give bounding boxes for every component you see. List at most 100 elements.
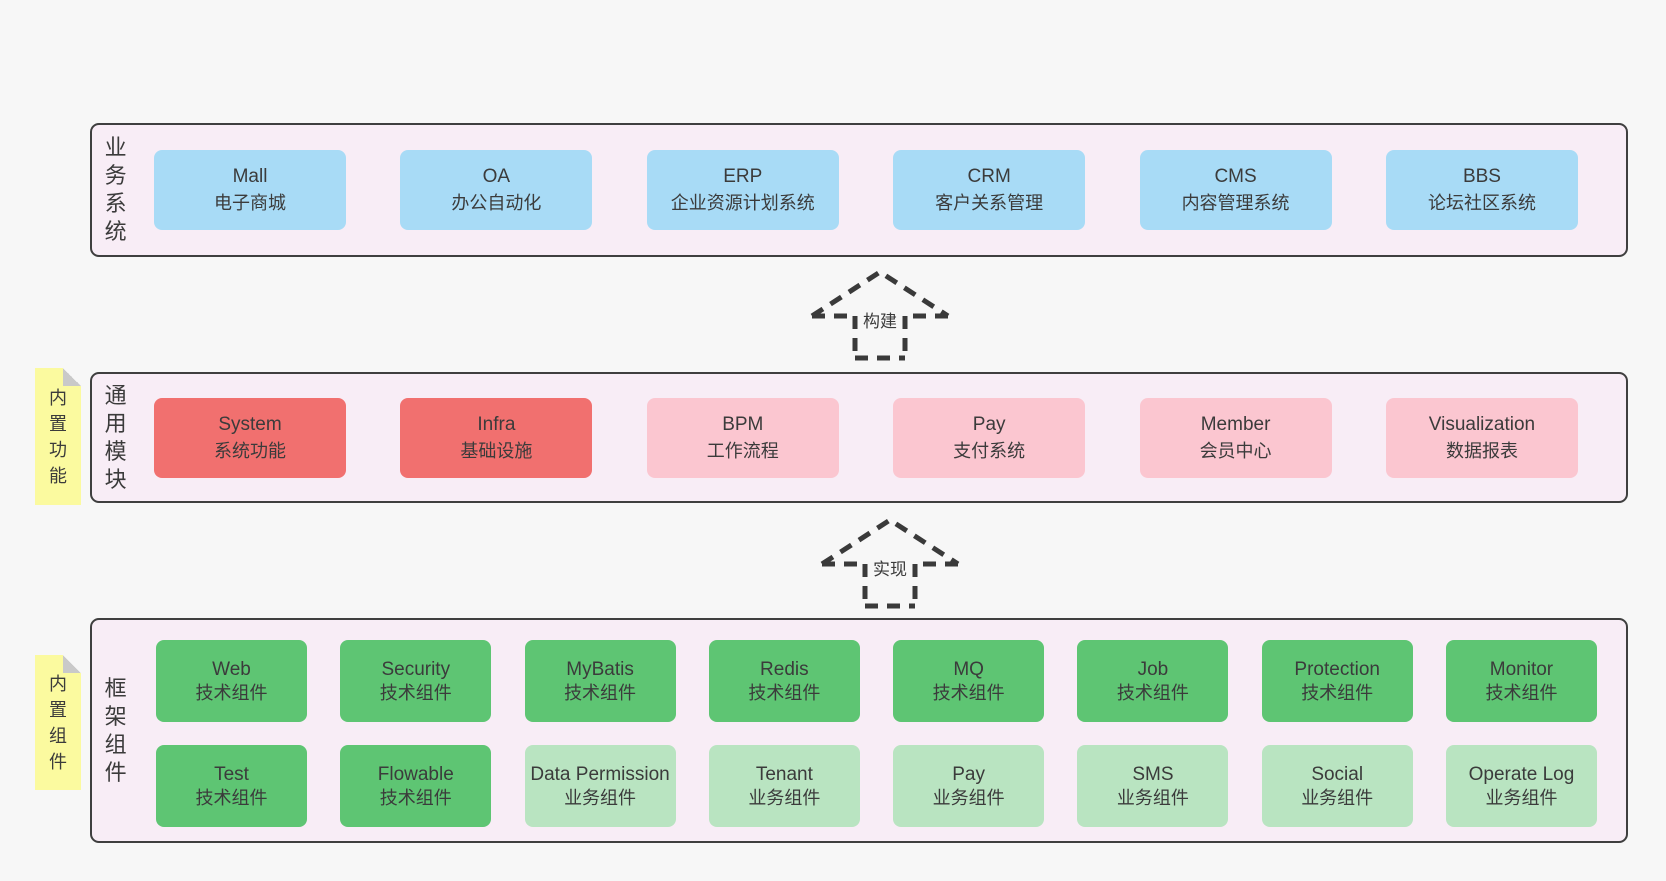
- box-pay-component: Pay 业务组件: [893, 745, 1045, 827]
- box-title: BPM: [722, 414, 764, 436]
- box-subtitle: 会员中心: [1199, 440, 1272, 461]
- box-subtitle: 业务组件: [1116, 787, 1189, 808]
- sticky-note-builtin-features: 内置功能: [35, 368, 81, 505]
- box-title: Tenant: [755, 763, 813, 785]
- box-social: Social 业务组件: [1261, 745, 1413, 827]
- sticky-note-builtin-components: 内置组件: [35, 655, 81, 790]
- box-bpm: BPM 工作流程: [646, 398, 839, 478]
- box-monitor: Monitor 技术组件: [1445, 640, 1597, 722]
- box-security: Security 技术组件: [340, 640, 492, 722]
- folded-corner-icon: [63, 655, 81, 673]
- implement-arrow: 实现: [818, 514, 962, 610]
- box-subtitle: 基础设施: [460, 440, 533, 461]
- box-visualization: Visualization 数据报表: [1385, 398, 1578, 478]
- box-subtitle: 论坛社区系统: [1427, 192, 1536, 213]
- box-subtitle: 企业资源计划系统: [670, 192, 815, 213]
- box-subtitle: 业务组件: [1485, 787, 1558, 808]
- box-cms: CMS 内容管理系统: [1139, 150, 1332, 230]
- components-row-2: Test 技术组件 Flowable 技术组件 Data Permission …: [156, 745, 1597, 827]
- box-title: Job: [1137, 658, 1169, 680]
- box-mybatis: MyBatis 技术组件: [524, 640, 676, 722]
- box-subtitle: 技术组件: [932, 682, 1005, 703]
- box-title: Pay: [952, 763, 985, 785]
- sticky-note-text: 内置组件: [49, 673, 67, 772]
- box-title: Member: [1200, 414, 1271, 436]
- band-modules-label: 通用模块: [104, 382, 127, 492]
- box-title: SMS: [1132, 763, 1174, 785]
- box-subtitle: 技术组件: [379, 682, 452, 703]
- band-common-modules: 通用模块 System 系统功能 Infra 基础设施 BPM 工作流程 Pay…: [90, 372, 1628, 503]
- box-subtitle: 系统功能: [214, 440, 286, 461]
- box-oa: OA 办公自动化: [400, 150, 593, 230]
- band-business-systems: 业务系统 Mall 电子商城 OA 办公自动化 ERP 企业资源计划系统 CRM…: [90, 123, 1628, 257]
- box-sms: SMS 业务组件: [1077, 745, 1229, 827]
- box-system: System 系统功能: [154, 398, 346, 478]
- box-subtitle: 支付系统: [953, 440, 1026, 461]
- box-member: Member 会员中心: [1139, 398, 1332, 478]
- box-subtitle: 数据报表: [1445, 440, 1518, 461]
- box-bbs: BBS 论坛社区系统: [1385, 150, 1578, 230]
- box-title: MyBatis: [566, 658, 634, 680]
- box-flowable: Flowable 技术组件: [340, 745, 492, 827]
- modules-box-row: System 系统功能 Infra 基础设施 BPM 工作流程 Pay 支付系统…: [154, 398, 1578, 478]
- implement-arrow-label: 实现: [870, 554, 910, 581]
- box-subtitle: 技术组件: [1116, 682, 1189, 703]
- box-title: Security: [381, 658, 451, 680]
- box-subtitle: 办公自动化: [451, 192, 542, 213]
- box-crm: CRM 客户关系管理: [893, 150, 1086, 230]
- box-title: Test: [214, 763, 249, 785]
- box-title: OA: [482, 166, 511, 188]
- box-subtitle: 技术组件: [379, 787, 452, 808]
- box-subtitle: 业务组件: [1301, 787, 1374, 808]
- box-title: Visualization: [1428, 414, 1536, 436]
- box-tenant: Tenant 业务组件: [708, 745, 860, 827]
- box-title: Data Permission: [530, 763, 670, 785]
- box-subtitle: 客户关系管理: [935, 192, 1044, 213]
- box-title: Pay: [972, 414, 1006, 436]
- box-infra: Infra 基础设施: [400, 398, 593, 478]
- box-mall: Mall 电子商城: [154, 150, 346, 230]
- build-arrow-label: 构建: [860, 306, 900, 333]
- box-title: Web: [212, 658, 251, 680]
- box-title: Flowable: [377, 763, 454, 785]
- box-subtitle: 业务组件: [748, 787, 821, 808]
- box-subtitle: 工作流程: [706, 440, 779, 461]
- folded-corner-icon: [63, 368, 81, 386]
- box-title: Monitor: [1489, 658, 1554, 680]
- box-title: ERP: [723, 166, 763, 188]
- box-subtitle: 技术组件: [1301, 682, 1374, 703]
- box-subtitle: 技术组件: [1485, 682, 1558, 703]
- box-data-permission: Data Permission 业务组件: [524, 745, 676, 827]
- band-components-label: 框架组件: [104, 675, 127, 785]
- box-title: Infra: [477, 414, 516, 436]
- box-title: CMS: [1214, 166, 1257, 188]
- box-test: Test 技术组件: [156, 745, 307, 827]
- box-subtitle: 技术组件: [564, 682, 637, 703]
- box-web: Web 技术组件: [156, 640, 307, 722]
- box-title: CRM: [967, 166, 1011, 188]
- box-title: Social: [1311, 763, 1364, 785]
- box-title: System: [218, 414, 282, 436]
- box-subtitle: 技术组件: [195, 682, 268, 703]
- box-title: MQ: [953, 658, 984, 680]
- box-erp: ERP 企业资源计划系统: [646, 150, 839, 230]
- box-title: Redis: [760, 658, 809, 680]
- band-business-label: 业务系统: [104, 135, 127, 244]
- box-title: Protection: [1294, 658, 1380, 680]
- box-subtitle: 电子商城: [214, 192, 286, 213]
- box-protection: Protection 技术组件: [1261, 640, 1413, 722]
- box-operate-log: Operate Log 业务组件: [1445, 745, 1597, 827]
- box-job: Job 技术组件: [1077, 640, 1229, 722]
- band-framework-components: 框架组件 Web 技术组件 Security 技术组件 MyBatis 技术组件…: [90, 618, 1628, 843]
- business-box-row: Mall 电子商城 OA 办公自动化 ERP 企业资源计划系统 CRM 客户关系…: [154, 150, 1578, 230]
- box-redis: Redis 技术组件: [708, 640, 860, 722]
- box-title: Operate Log: [1468, 763, 1575, 785]
- sticky-note-text: 内置功能: [49, 387, 67, 486]
- box-mq: MQ 技术组件: [893, 640, 1045, 722]
- box-subtitle: 技术组件: [748, 682, 821, 703]
- box-subtitle: 业务组件: [932, 787, 1005, 808]
- box-subtitle: 内容管理系统: [1181, 192, 1290, 213]
- box-subtitle: 技术组件: [195, 787, 268, 808]
- box-title: Mall: [232, 166, 268, 188]
